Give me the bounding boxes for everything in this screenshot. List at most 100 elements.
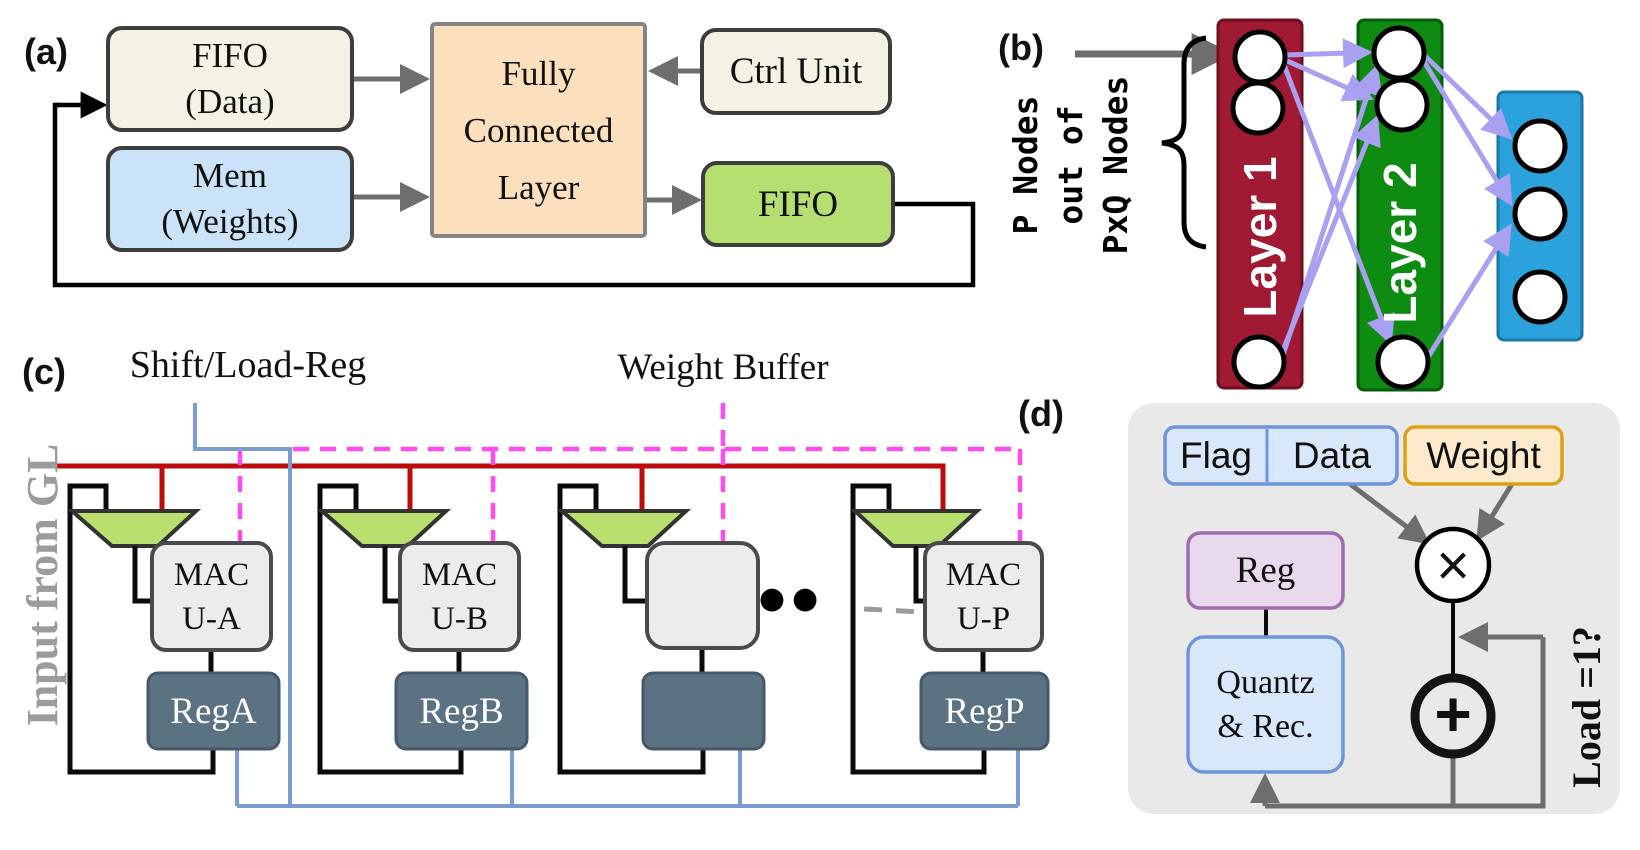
quantz-line2: & Rec. bbox=[1217, 707, 1314, 745]
red-bus-line bbox=[48, 463, 946, 512]
cell2-mux-trapezoid bbox=[316, 509, 452, 548]
fc-line2: Connected bbox=[463, 110, 614, 150]
p-nodes-note: P Nodes out of PxQ Nodes bbox=[1000, 40, 1140, 290]
fifo-out-label: FIFO bbox=[757, 183, 839, 225]
cell2-mux-output bbox=[382, 546, 402, 604]
panel-b-network bbox=[1075, 18, 1584, 392]
mac-up-line2: U-P bbox=[956, 600, 1011, 637]
panel-d-wires bbox=[1250, 482, 1546, 809]
mem-line2: (Weights) bbox=[161, 202, 299, 241]
layer1-node-2 bbox=[1230, 80, 1286, 136]
reg-unlabeled-box bbox=[641, 671, 766, 751]
input-from-gl-label: Input from GL bbox=[17, 443, 67, 727]
multiplier-circle bbox=[1414, 526, 1492, 604]
ctrl-unit-box bbox=[700, 28, 892, 115]
fully-connected-layer-box bbox=[430, 22, 647, 238]
panel-a-label: (a) bbox=[24, 31, 68, 72]
regb-box bbox=[394, 671, 529, 751]
continuation-dash bbox=[863, 606, 923, 615]
layer1-node-3 bbox=[1231, 334, 1287, 390]
note-line2: out of bbox=[1050, 105, 1090, 225]
regp-label: RegP bbox=[944, 690, 1025, 732]
shift-load-reg-label: Shift/Load-Reg bbox=[129, 344, 367, 386]
panel-a-wires bbox=[52, 56, 976, 288]
regb-label: RegB bbox=[419, 690, 504, 732]
layer1-node-1 bbox=[1232, 29, 1288, 85]
panel-c-weight-bus bbox=[237, 403, 1023, 544]
cell3-mux-trapezoid bbox=[556, 509, 692, 548]
edge-n1-m2 bbox=[1283, 57, 1374, 102]
mac-ua-line2: U-A bbox=[182, 600, 241, 637]
adder-circle bbox=[1410, 673, 1496, 759]
panel-c-shift-bus bbox=[193, 403, 1020, 808]
layer2-node-3 bbox=[1375, 334, 1431, 390]
fifo-data-line1: FIFO bbox=[192, 36, 268, 75]
layer2-node-1 bbox=[1371, 25, 1427, 81]
edge-m1-p1 bbox=[1422, 53, 1513, 140]
note-line1: P Nodes bbox=[1005, 95, 1045, 235]
layer2-label: Layer 2 bbox=[1374, 162, 1426, 324]
panel-d-label: (d) bbox=[1018, 393, 1064, 434]
cell2-loop-wire bbox=[317, 483, 464, 775]
shift-load-wire bbox=[193, 403, 292, 806]
layer3-node-1 bbox=[1512, 118, 1568, 174]
weight-box bbox=[1403, 425, 1564, 486]
mac-cell-1 bbox=[66, 483, 281, 775]
cell3-mux-output bbox=[622, 546, 649, 604]
reg-d-label: Reg bbox=[1235, 550, 1296, 591]
panel-b-nodes bbox=[1230, 25, 1568, 390]
mac-ub-label: MAC U-B bbox=[400, 543, 519, 650]
fc-line1: Fully bbox=[501, 53, 576, 93]
fifo-data-line2: (Data) bbox=[185, 82, 275, 121]
mac-ub-line2: U-B bbox=[431, 600, 488, 637]
cell1-mux-trapezoid bbox=[66, 509, 202, 548]
mac-ub-box bbox=[398, 541, 521, 652]
quantz-line1: Quantz bbox=[1216, 663, 1315, 701]
mac-up-label: MAC U-P bbox=[925, 543, 1042, 650]
layer2-node-2 bbox=[1374, 77, 1430, 133]
mac-cell-4 bbox=[849, 483, 1050, 775]
quantz-label: Quantz & Rec. bbox=[1188, 637, 1343, 772]
panel-c-label: (c) bbox=[22, 351, 66, 392]
fifo-out-box bbox=[701, 161, 895, 247]
fully-connected-label: Fully Connected Layer bbox=[432, 24, 645, 236]
mac-ub-line1: MAC bbox=[421, 556, 498, 593]
cell4-mux-trapezoid bbox=[849, 509, 983, 548]
data-label: Data bbox=[1292, 434, 1372, 476]
layer3-node-2 bbox=[1512, 186, 1568, 242]
note-line3: PxQ Nodes bbox=[1095, 75, 1135, 255]
edge-m1-p2 bbox=[1420, 58, 1513, 207]
layer3-node-3 bbox=[1512, 269, 1568, 325]
mem-line1: Mem bbox=[193, 156, 267, 195]
panel-b-label: (b) bbox=[998, 27, 1044, 68]
brace bbox=[1161, 35, 1207, 250]
panel-c-red-bus bbox=[48, 463, 946, 512]
edge-n1-m1 bbox=[1284, 38, 1373, 69]
cell1-mux-output bbox=[132, 546, 154, 604]
rega-box bbox=[146, 671, 281, 751]
adder-feedback-wire bbox=[1450, 637, 1546, 809]
flag-label: Flag bbox=[1180, 434, 1252, 476]
multiplier-icon: × bbox=[1436, 532, 1470, 598]
weight-buffer-label: Weight Buffer bbox=[617, 347, 829, 388]
fc-line3: Layer bbox=[497, 167, 580, 207]
data-to-mult-arrow bbox=[1348, 482, 1431, 545]
layer1-label: Layer 1 bbox=[1234, 156, 1286, 318]
panel-b-edges bbox=[1278, 38, 1513, 359]
adder-icon: + bbox=[1434, 678, 1472, 750]
fifo-data-label: FIFO (Data) bbox=[108, 28, 352, 130]
reg-d-box bbox=[1186, 531, 1345, 610]
edge-n3-m2 bbox=[1278, 114, 1381, 356]
mac-up-box bbox=[923, 541, 1044, 652]
cell3-loop-wire bbox=[557, 483, 706, 775]
quantz-box bbox=[1186, 635, 1345, 774]
weight-to-mult-arrow bbox=[1476, 482, 1515, 542]
mac-ua-box bbox=[150, 541, 273, 652]
load-question-label: Load =1? bbox=[1563, 626, 1609, 788]
mac-cell-3 bbox=[556, 483, 766, 775]
mac-ua-line1: MAC bbox=[173, 556, 250, 593]
flag-data-box bbox=[1163, 425, 1399, 486]
fifo-data-box bbox=[106, 26, 354, 132]
